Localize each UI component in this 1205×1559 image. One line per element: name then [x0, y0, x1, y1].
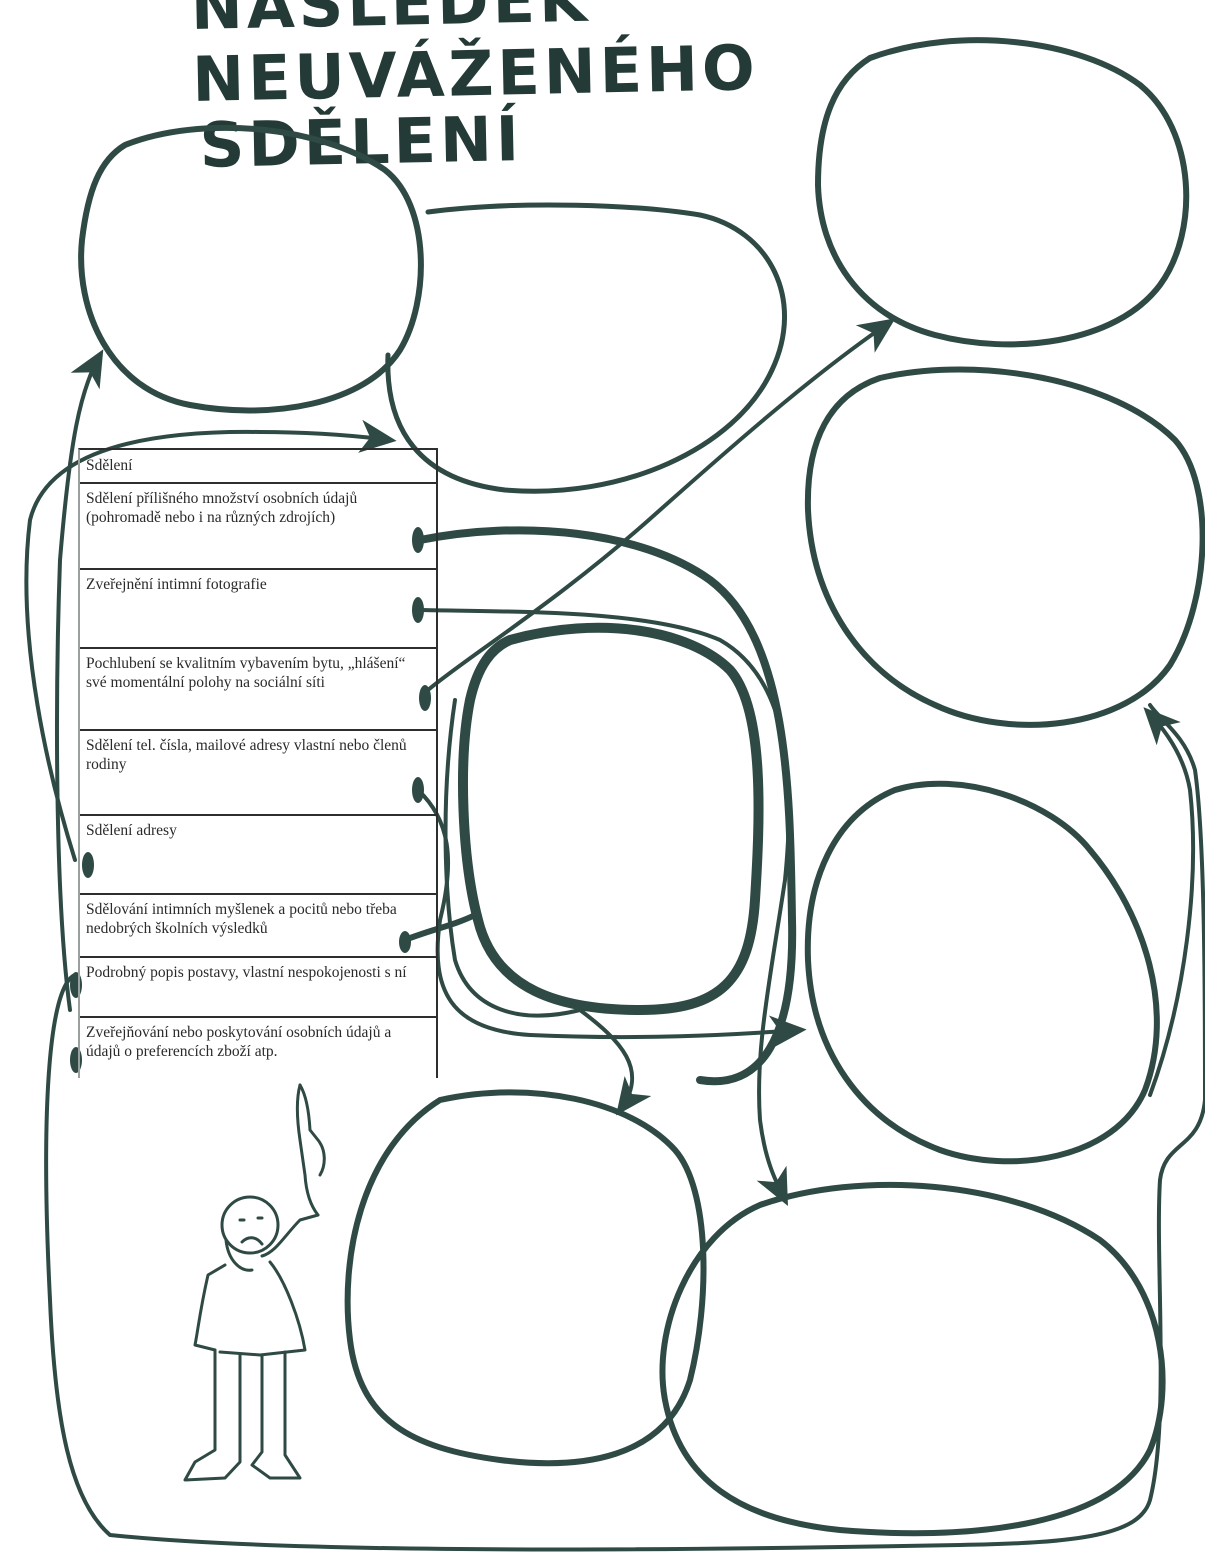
bubble-bottom-center — [348, 1092, 704, 1463]
bubble-center — [463, 628, 759, 1010]
table-row: Zveřejnění intimní fotografie — [80, 570, 436, 649]
bubble-top-center — [388, 205, 785, 491]
bubble-right-middle — [808, 370, 1203, 725]
table-row: Sdělení přílišného množství osobních úda… — [80, 484, 436, 570]
bubble-top-left — [81, 128, 421, 411]
table-row: Pochlubení se kvalitním vybavením bytu, … — [80, 649, 436, 731]
bubble-bottom-right — [662, 1185, 1162, 1533]
bubble-right-lower — [808, 784, 1157, 1162]
arrow-loop-center — [420, 530, 792, 1081]
table-row: Podrobný popis postavy, vlastní nespokoj… — [80, 958, 436, 1018]
bubble-top-right — [818, 40, 1186, 344]
table-row: Sdělování intimních myšlenek a pocitů ne… — [80, 895, 436, 958]
table-row: Zveřejňování nebo poskytování osobních ú… — [80, 1018, 436, 1078]
frowning-man-figure — [185, 1085, 324, 1480]
disclosure-table: Sdělení Sdělení přílišného množství osob… — [78, 448, 438, 1078]
table-row: Sdělení adresy — [80, 816, 436, 895]
table-row: Sdělení tel. čísla, mailové adresy vlast… — [80, 731, 436, 816]
table-header: Sdělení — [80, 450, 436, 484]
